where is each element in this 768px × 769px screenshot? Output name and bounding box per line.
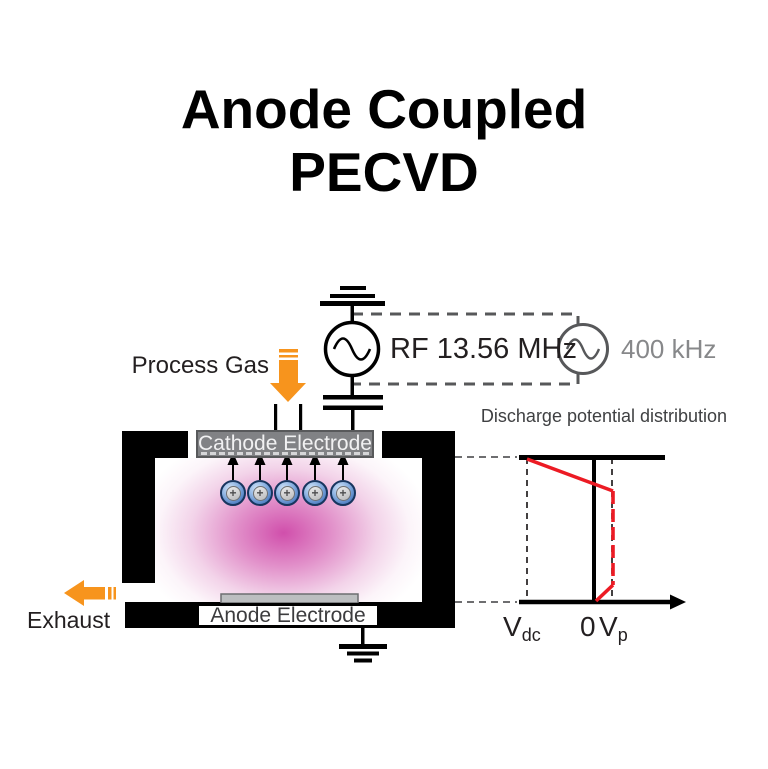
- ground-icon: [320, 286, 385, 324]
- substrate: [220, 593, 359, 604]
- positive-ion-icon: +: [247, 480, 273, 506]
- plus-symbol: +: [307, 485, 323, 501]
- potential-curve: [526, 457, 615, 603]
- plus-symbol: +: [335, 485, 351, 501]
- vdc-main: V: [503, 611, 522, 642]
- rf-source-label: RF 13.56 MHz: [390, 332, 577, 365]
- page-title: Anode Coupled PECVD: [0, 78, 768, 204]
- ion-arrows: [227, 452, 349, 480]
- plus-symbol: +: [252, 485, 268, 501]
- axis-label-vp: Vp: [599, 611, 628, 646]
- plus-symbol: +: [225, 485, 241, 501]
- cathode-label: Cathode Electrode: [198, 432, 372, 455]
- positive-ion-icon: +: [274, 480, 300, 506]
- cathode-sheath-dashes: [201, 452, 369, 455]
- vp-main: V: [599, 611, 618, 642]
- vdc-sub: dc: [521, 625, 541, 645]
- process-gas-arrow-icon: [270, 349, 306, 402]
- anode-electrode: Anode Electrode: [196, 603, 380, 628]
- capacitor-icon: [323, 375, 383, 431]
- plus-symbol: +: [279, 485, 295, 501]
- exhaust-arrow-icon: [64, 580, 116, 606]
- title-line-2: PECVD: [289, 141, 479, 203]
- potential-graph: [519, 455, 686, 610]
- lf-source-icon: [557, 323, 609, 375]
- positive-ion-icon: +: [330, 480, 356, 506]
- anode-label: Anode Electrode: [210, 603, 366, 627]
- lf-source-label: 400 kHz: [621, 333, 717, 364]
- positive-ion-icon: +: [302, 480, 328, 506]
- axis-label-vdc: Vdc: [503, 611, 541, 646]
- cathode-electrode: Cathode Electrode: [196, 430, 374, 458]
- level-connector-lines: [455, 456, 517, 603]
- vp-sub: p: [617, 625, 628, 645]
- exhaust-label: Exhaust: [27, 607, 111, 633]
- process-gas-label: Process Gas: [131, 352, 269, 379]
- positive-ion-icon: +: [220, 480, 246, 506]
- graph-title: Discharge potential distribution: [480, 406, 728, 426]
- anode-ground-icon: [339, 628, 387, 663]
- title-line-1: Anode Coupled: [180, 78, 588, 140]
- axis-label-zero: 0: [580, 611, 596, 642]
- rf-source-icon: [323, 320, 381, 378]
- gas-inlet-lines: [274, 404, 303, 431]
